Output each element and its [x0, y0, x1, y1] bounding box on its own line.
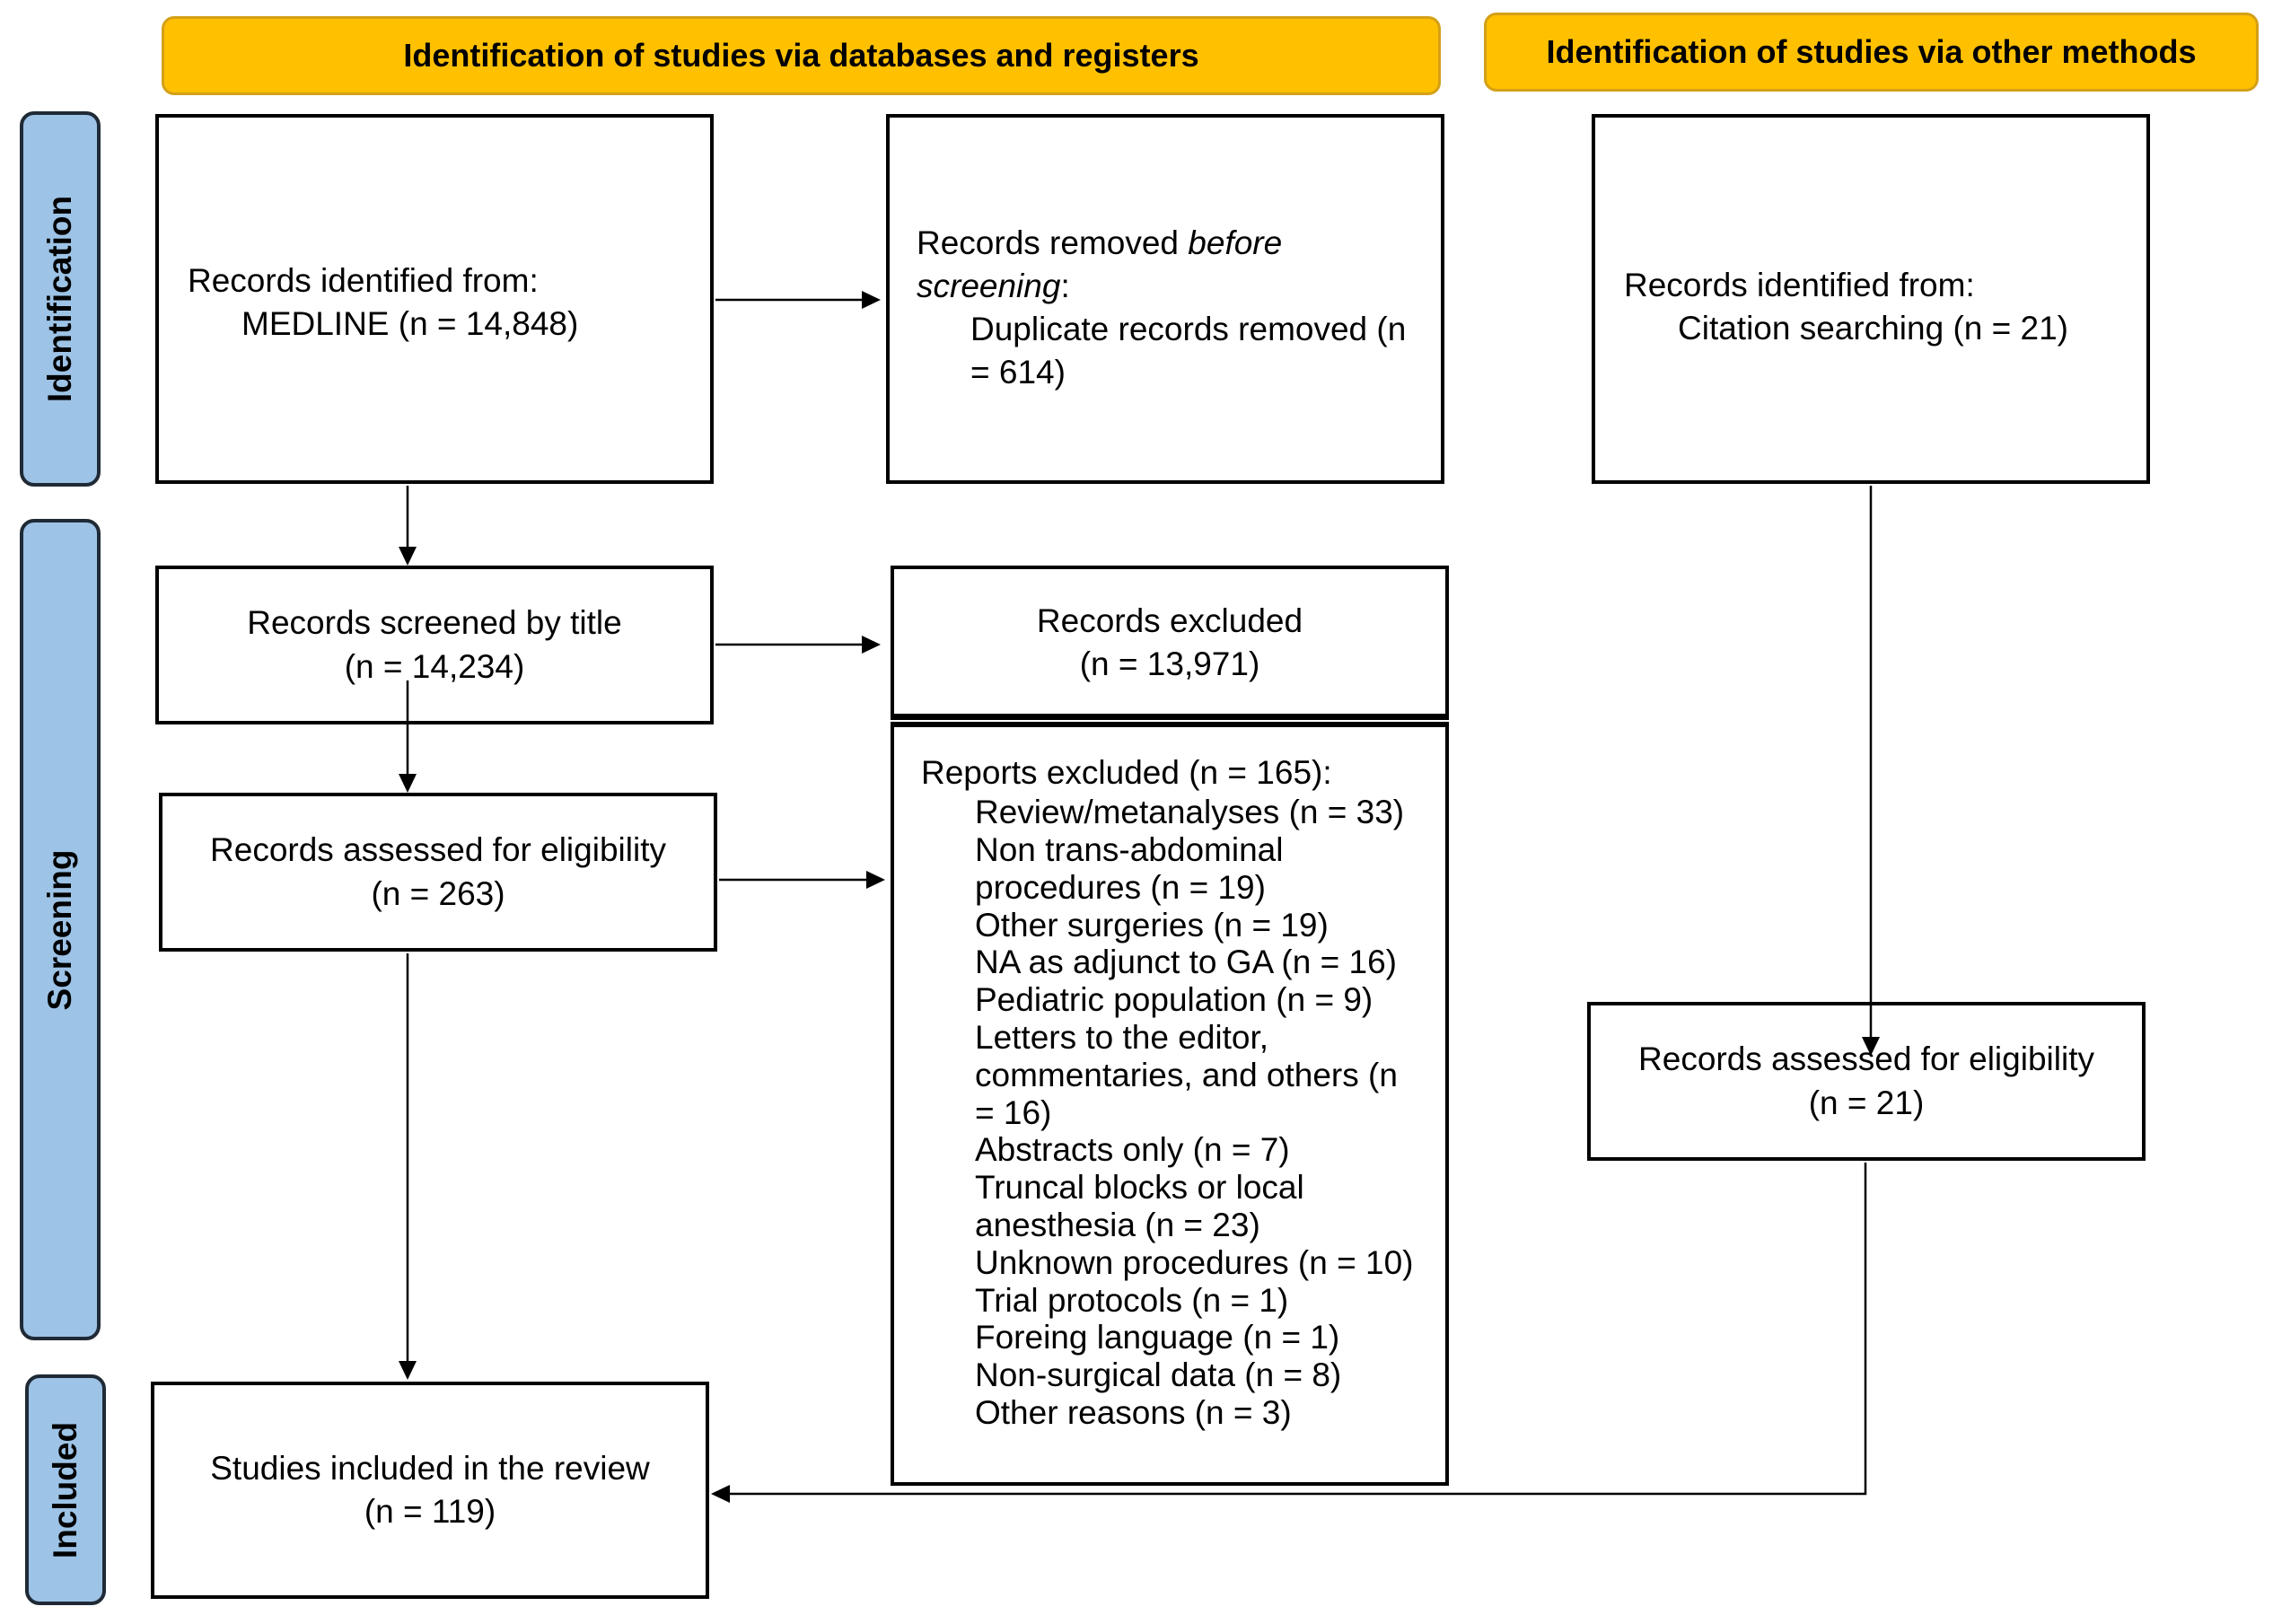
records-identified-line2: MEDLINE (n = 14,848): [241, 305, 579, 343]
records-identified-line1: Records identified from:: [188, 262, 539, 299]
phase-included: Included: [25, 1374, 106, 1605]
reports-excluded-item: Non trans-abdominal: [975, 831, 1284, 869]
reports-excluded-item: commentaries, and others (n: [975, 1056, 1398, 1093]
records-assessed-box: Records assessed for eligibility (n = 26…: [159, 793, 717, 952]
records-assessed-other-box: Records assessed for eligibility (n = 21…: [1587, 1002, 2146, 1161]
records-identified-other-box: Records identified from: Citation search…: [1592, 114, 2150, 484]
reports-excluded-item: procedures (n = 19): [975, 868, 1266, 906]
reports-excluded-item: Other surgeries (n = 19): [975, 906, 1329, 944]
records-assessed-line2: (n = 263): [371, 874, 505, 912]
records-assessed-other-line2: (n = 21): [1808, 1084, 1925, 1121]
reports-excluded-item: Truncal blocks or local: [975, 1169, 1304, 1207]
records-removed-screening: screening: [917, 268, 1061, 305]
phase-identification: Identification: [20, 111, 101, 487]
records-removed-colon: :: [1060, 268, 1070, 305]
records-excluded-box: Records excluded (n = 13,971): [891, 566, 1449, 720]
records-assessed-other-line1: Records assessed for eligibility: [1638, 1040, 2094, 1078]
reports-excluded-item: anesthesia (n = 23): [975, 1207, 1260, 1244]
records-identified-other-line2: Citation searching (n = 21): [1678, 310, 2068, 347]
reports-excluded-box: Reports excluded (n = 165): Review/metan…: [891, 722, 1449, 1486]
reports-excluded-item: Abstracts only (n = 7): [975, 1131, 1290, 1169]
reports-excluded-item: NA as adjunct to GA (n = 16): [975, 944, 1397, 981]
records-screened-box: Records screened by title (n = 14,234): [155, 566, 714, 724]
reports-excluded-item: Letters to the editor,: [975, 1019, 1269, 1057]
records-removed-line1: Records removed before: [917, 222, 1441, 265]
reports-excluded-item: Unknown procedures (n = 10): [975, 1243, 1414, 1281]
reports-excluded-item: Pediatric population (n = 9): [975, 981, 1373, 1019]
studies-included-box: Studies included in the review (n = 119): [151, 1382, 709, 1599]
records-screened-line1: Records screened by title: [247, 604, 622, 642]
records-removed-line2: screening:: [917, 265, 1441, 308]
header-databases-label: Identification of studies via databases …: [403, 37, 1199, 74]
records-excluded-line2: (n = 13,971): [1079, 645, 1260, 682]
reports-excluded-item: Non-surgical data (n = 8): [975, 1356, 1342, 1394]
reports-excluded-item: Trial protocols (n = 1): [975, 1281, 1289, 1319]
records-assessed-line1: Records assessed for eligibility: [210, 831, 666, 869]
reports-excluded-item: Foreing language (n = 1): [975, 1319, 1340, 1356]
records-removed-box: Records removed before screening: Duplic…: [886, 114, 1444, 484]
records-removed-line1-text: Records removed: [917, 224, 1189, 261]
records-removed-line3: Duplicate records removed (n: [970, 311, 1407, 348]
studies-included-line2: (n = 119): [364, 1493, 496, 1530]
header-other-methods: Identification of studies via other meth…: [1484, 13, 2259, 92]
phase-screening: Screening: [20, 519, 101, 1340]
studies-included-line1: Studies included in the review: [210, 1449, 650, 1487]
reports-excluded-list: Review/metanalyses (n = 33) Non trans-ab…: [921, 794, 1445, 1432]
records-excluded-line1: Records excluded: [1036, 601, 1303, 639]
reports-excluded-item: = 16): [975, 1093, 1052, 1131]
records-identified-box: Records identified from: MEDLINE (n = 14…: [155, 114, 714, 484]
records-identified-other-line1: Records identified from:: [1624, 267, 1975, 303]
records-removed-line4: = 614): [970, 354, 1066, 391]
reports-excluded-title: Reports excluded (n = 165):: [921, 754, 1332, 791]
records-removed-before: before: [1188, 224, 1283, 261]
records-screened-line2: (n = 14,234): [344, 647, 525, 685]
header-other-label: Identification of studies via other meth…: [1546, 33, 2197, 70]
header-databases: Identification of studies via databases …: [162, 16, 1441, 95]
reports-excluded-item: Other reasons (n = 3): [975, 1394, 1292, 1431]
reports-excluded-item: Review/metanalyses (n = 33): [975, 794, 1405, 831]
